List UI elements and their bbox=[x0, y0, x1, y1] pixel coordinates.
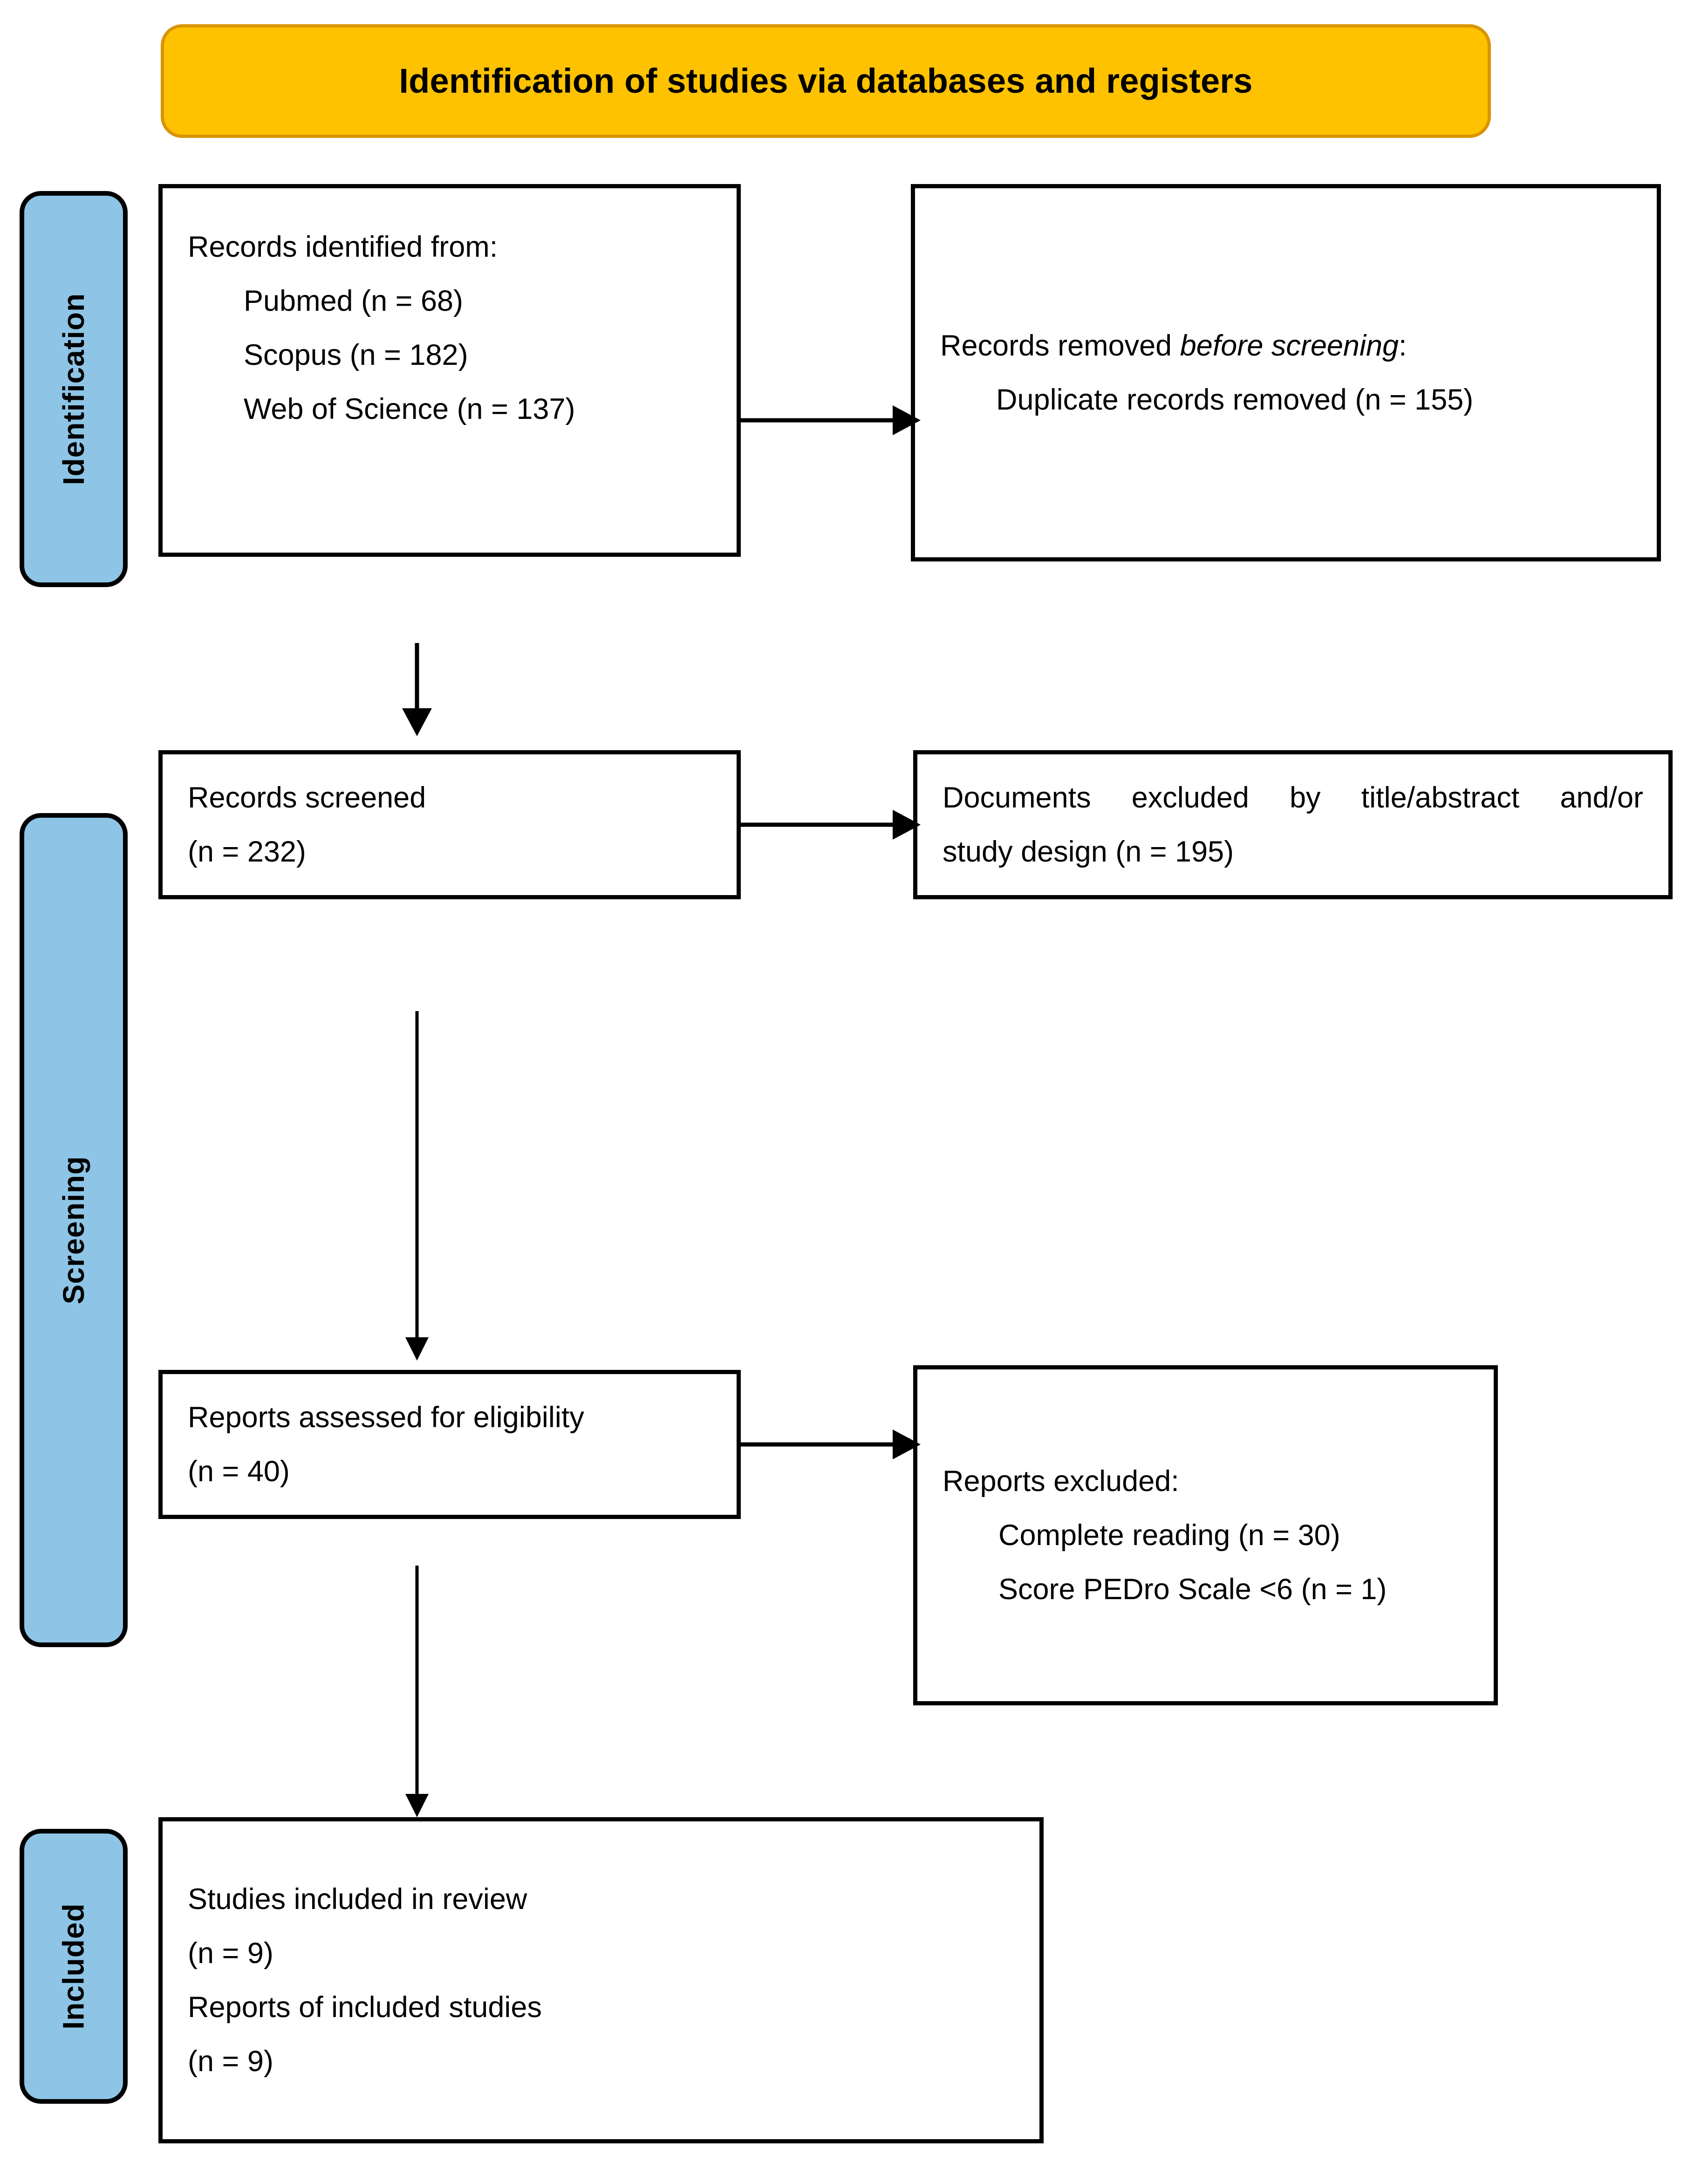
stage-label-screening-text: Screening bbox=[57, 1156, 90, 1305]
reports-assessed-count: (n = 40) bbox=[188, 1455, 290, 1488]
page-title: Identification of studies via databases … bbox=[399, 62, 1253, 101]
reports-assessed-label: Reports assessed for eligibility bbox=[188, 1401, 584, 1434]
duplicate-records-removed: Duplicate records removed (n = 155) bbox=[996, 383, 1474, 416]
source-scopus: Scopus (n = 182) bbox=[244, 339, 468, 372]
records-removed-heading-plain: Records removed bbox=[940, 329, 1180, 362]
connector-identified-to-removed bbox=[739, 402, 921, 439]
connector-eligibility-to-excluded bbox=[739, 1426, 921, 1463]
records-identified-heading: Records identified from: bbox=[188, 231, 498, 263]
connector-identified-to-screened bbox=[398, 643, 436, 736]
box-reports-excluded: Reports excluded: Complete reading (n = … bbox=[913, 1365, 1498, 1705]
records-removed-heading: Records removed before screening: bbox=[940, 330, 1632, 362]
documents-excluded-line1: Documents excluded by title/abstract and… bbox=[943, 781, 1643, 814]
stage-label-identification: Identification bbox=[20, 191, 128, 587]
documents-excluded-line2: study design (n = 195) bbox=[943, 835, 1234, 868]
stage-label-screening: Screening bbox=[20, 813, 128, 1647]
studies-included-label: Studies included in review bbox=[188, 1882, 527, 1916]
records-removed-heading-italic: before screening bbox=[1180, 329, 1399, 362]
reports-included-label: Reports of included studies bbox=[188, 1991, 542, 2024]
box-reports-assessed: Reports assessed for eligibility (n = 40… bbox=[158, 1370, 741, 1519]
stage-label-identification-text: Identification bbox=[57, 293, 90, 486]
reports-excluded-pedro-score: Score PEDro Scale <6 (n = 1) bbox=[998, 1573, 1387, 1606]
studies-included-count: (n = 9) bbox=[188, 1936, 273, 1970]
diagram-header-banner: Identification of studies via databases … bbox=[161, 24, 1491, 138]
box-records-screened: Records screened (n = 232) bbox=[158, 750, 741, 899]
reports-excluded-heading: Reports excluded: bbox=[943, 1464, 1179, 1498]
box-documents-excluded: Documents excluded by title/abstract and… bbox=[913, 750, 1673, 899]
stage-label-included: Included bbox=[20, 1829, 128, 2104]
source-pubmed: Pubmed (n = 68) bbox=[244, 285, 464, 318]
connector-screened-to-eligibility bbox=[401, 1011, 433, 1361]
connector-screened-to-excluded bbox=[739, 806, 921, 843]
box-records-identified: Records identified from: Pubmed (n = 68)… bbox=[158, 184, 741, 557]
box-records-removed: Records removed before screening: Duplic… bbox=[911, 184, 1661, 561]
box-studies-included: Studies included in review (n = 9) Repor… bbox=[158, 1817, 1044, 2143]
reports-excluded-complete-reading: Complete reading (n = 30) bbox=[998, 1519, 1340, 1552]
source-web-of-science: Web of Science (n = 137) bbox=[244, 393, 575, 426]
records-removed-heading-suffix: : bbox=[1399, 329, 1407, 362]
connector-eligibility-to-included bbox=[401, 1566, 433, 1817]
records-screened-count: (n = 232) bbox=[188, 835, 306, 868]
records-screened-label: Records screened bbox=[188, 781, 426, 814]
reports-included-count: (n = 9) bbox=[188, 2045, 273, 2078]
stage-label-included-text: Included bbox=[57, 1903, 90, 2030]
